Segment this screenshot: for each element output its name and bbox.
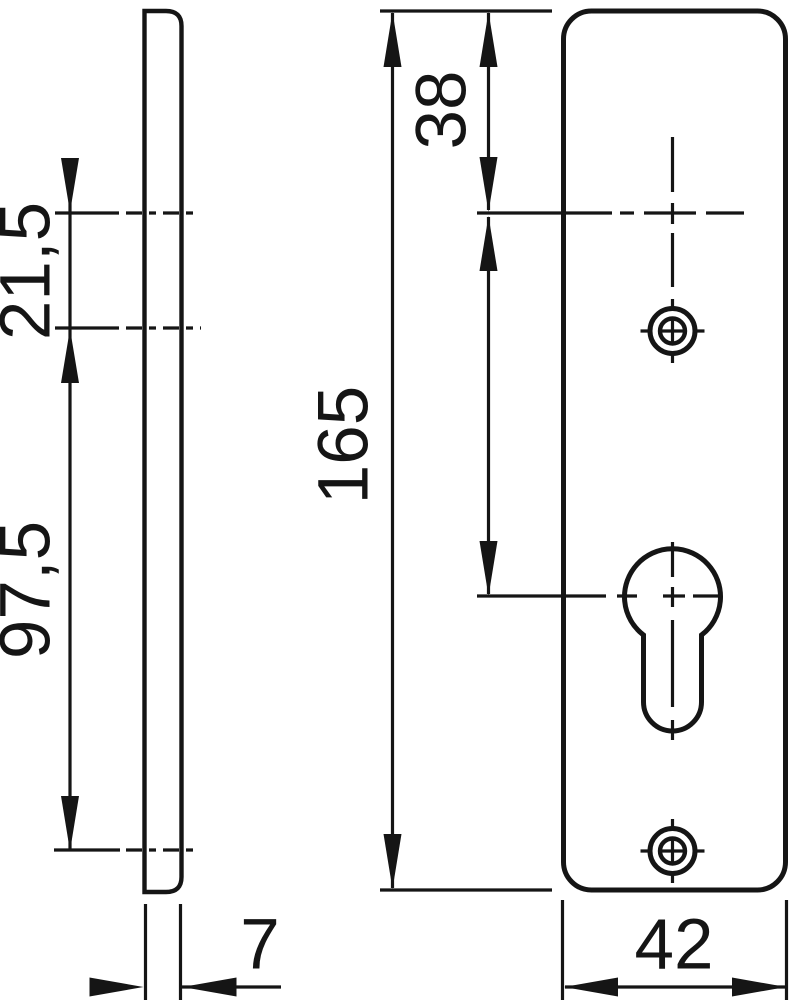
dim-arrow-right-7	[89, 977, 144, 997]
width-dimension: 42	[560, 900, 789, 1000]
side-profile-outline	[142, 8, 184, 895]
height-dimension: 165	[305, 9, 552, 892]
dim-arrow-up-cylinder	[479, 216, 498, 271]
dim-arrow-up-165	[383, 12, 402, 67]
keyhole-outline	[622, 546, 723, 734]
dim-label-165: 165	[305, 386, 384, 504]
screw-hole-top	[640, 299, 705, 363]
dim-arrow-down-21-5	[61, 158, 79, 212]
dim-label-97-5: 97,5	[0, 521, 66, 659]
front-view: 165 38 42	[305, 8, 789, 1000]
handle-position-dimension: 38	[403, 12, 498, 596]
front-plate-outline	[561, 8, 788, 893]
screw-hole-bottom	[640, 819, 705, 883]
dim-arrow-down-165	[383, 834, 402, 889]
side-view: 21,5 97,5 7	[0, 8, 281, 1000]
dim-arrow-left-42	[564, 977, 618, 997]
dim-arrow-up-38	[479, 12, 498, 67]
thickness-dimension: 7	[89, 904, 281, 1000]
dim-arrow-down-38	[479, 157, 498, 212]
dim-label-38: 38	[403, 71, 482, 150]
dim-label-21-5: 21,5	[0, 202, 66, 340]
dim-label-7: 7	[240, 906, 280, 985]
dim-arrow-up-97-5	[61, 329, 79, 383]
dim-arrow-left-7	[182, 977, 237, 997]
dim-label-42: 42	[635, 906, 714, 985]
keyhole-cylinder-cutout	[477, 542, 723, 740]
dim-arrow-down-cylinder	[479, 541, 498, 596]
dim-arrow-right-42	[732, 977, 786, 997]
dim-arrow-down-97-5	[61, 796, 79, 851]
